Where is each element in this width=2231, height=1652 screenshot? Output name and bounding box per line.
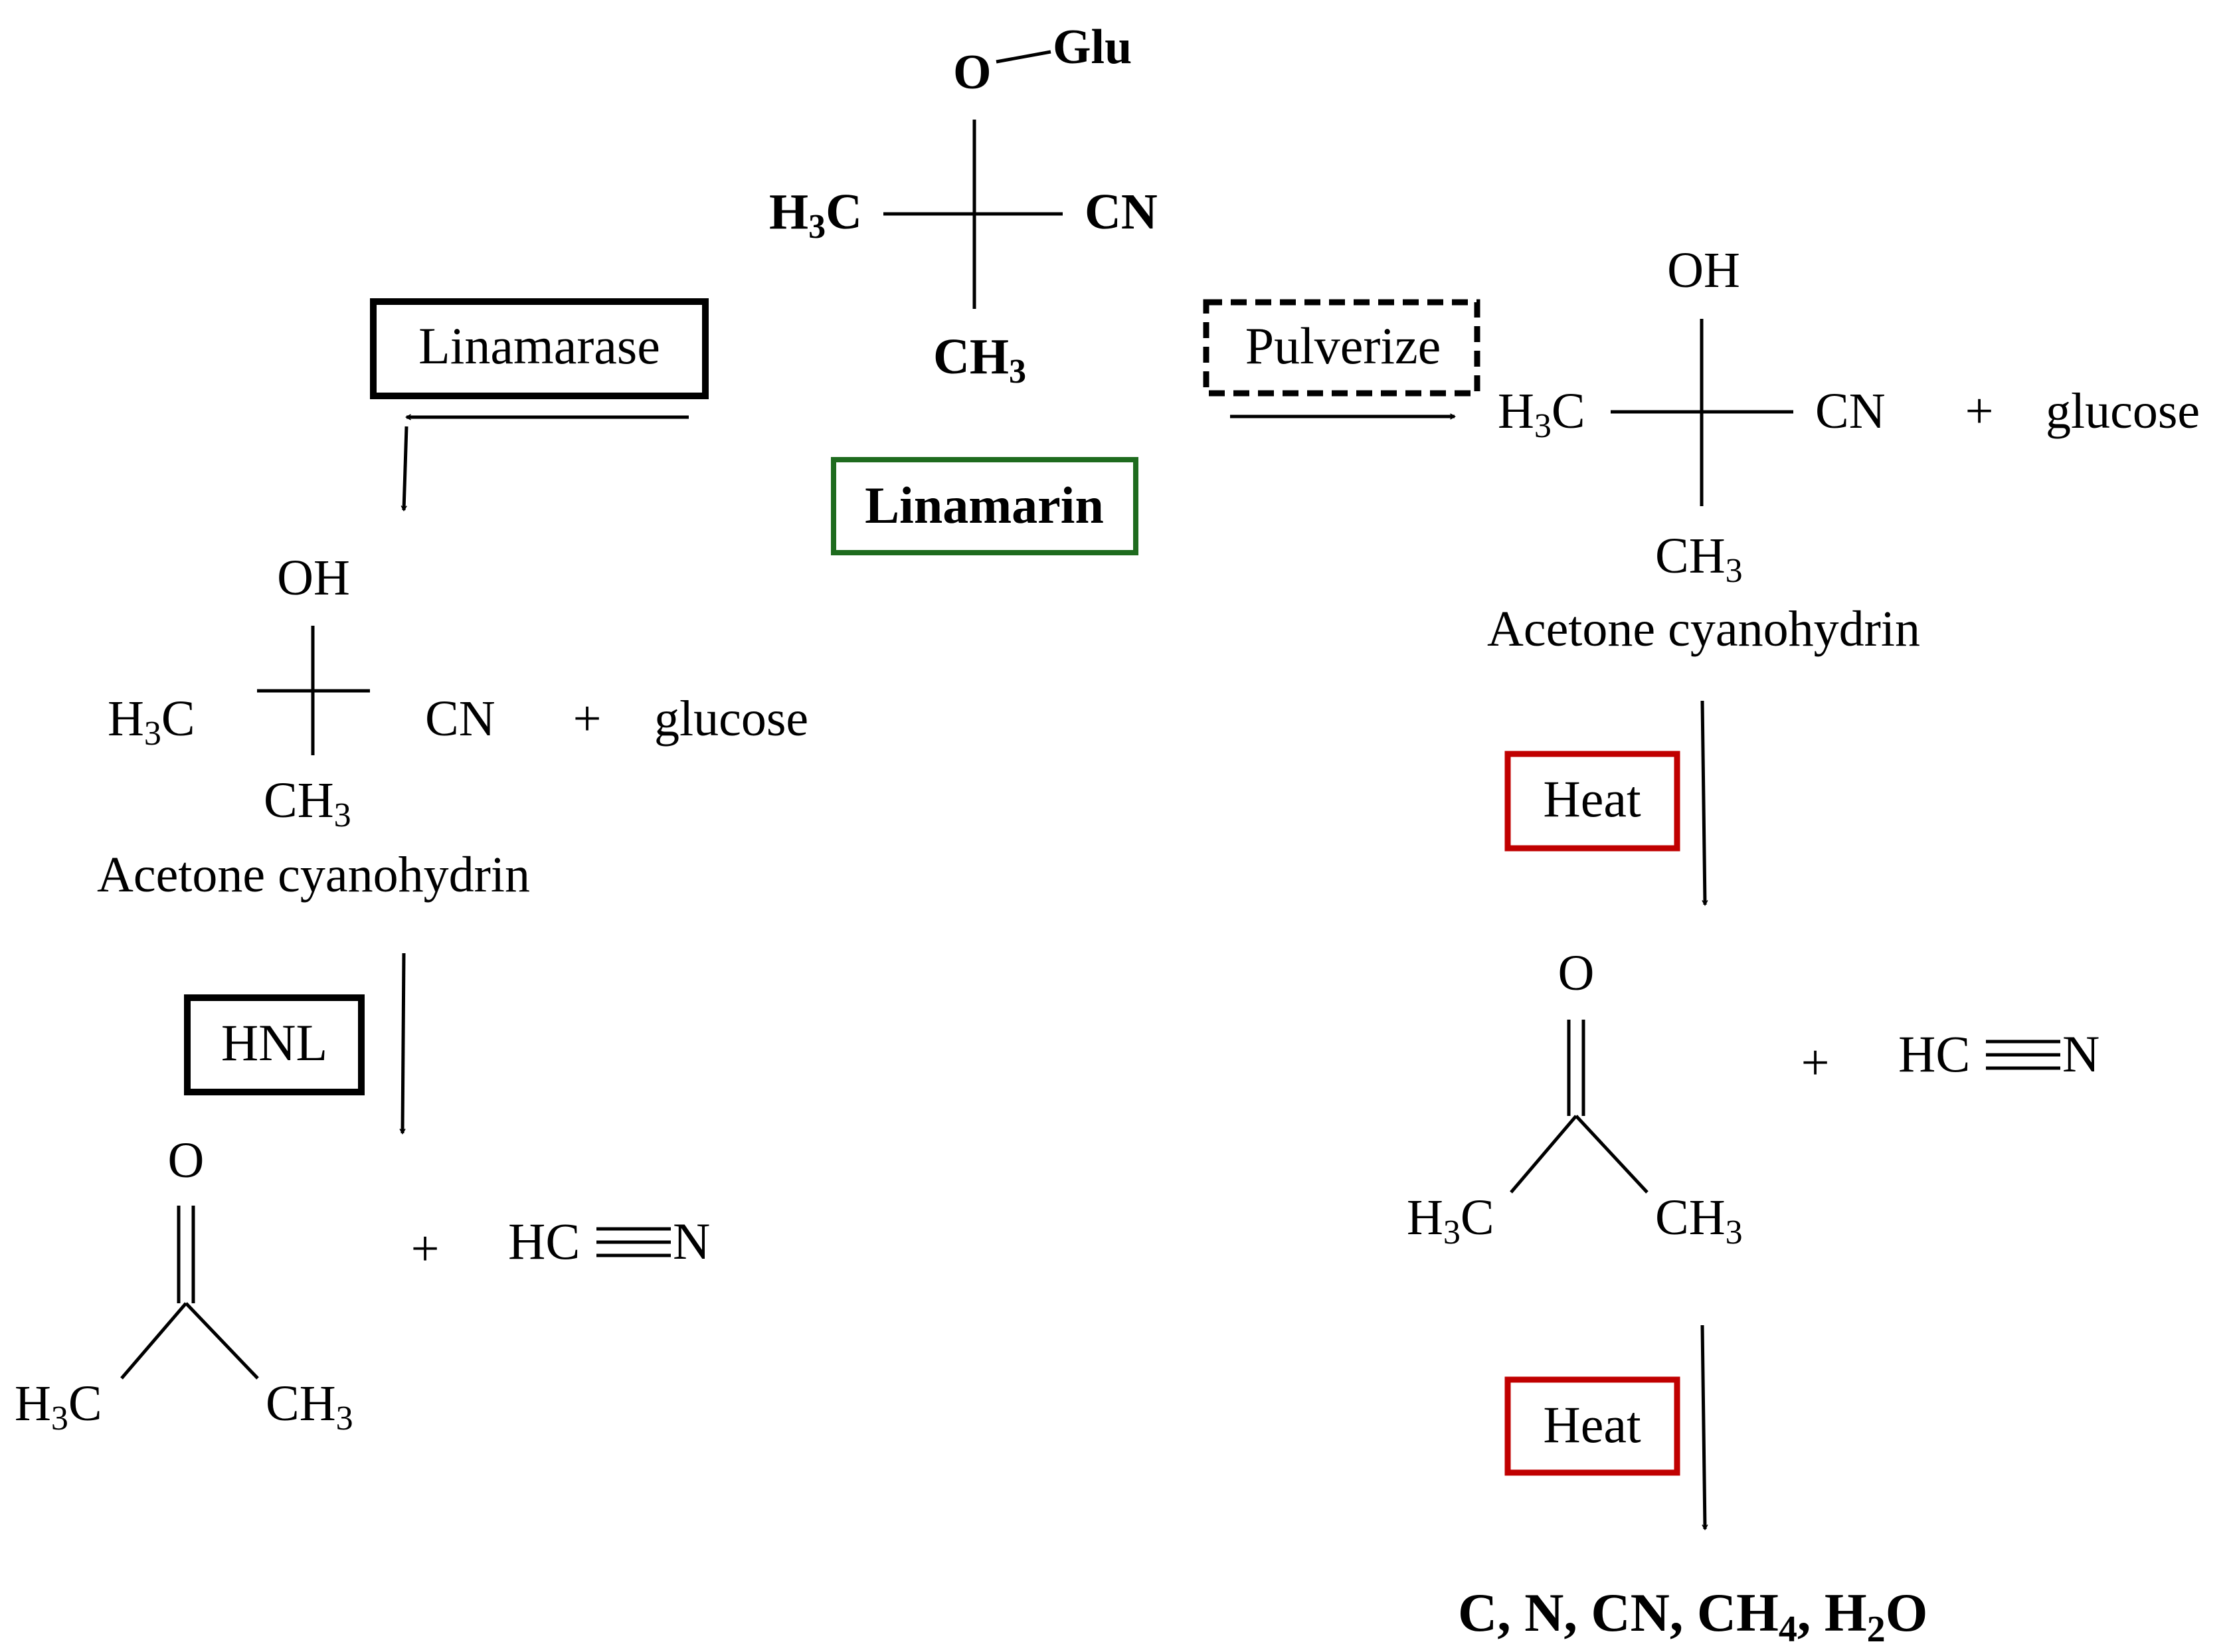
hnl-arrow — [399, 953, 406, 1135]
left-glucose: glucose — [654, 691, 808, 747]
right-h3c: H3C — [1498, 383, 1585, 445]
hnl-label: HNL — [221, 1014, 327, 1071]
left-acetone-right-bond — [185, 1302, 259, 1380]
left-oh: OH — [277, 550, 350, 606]
linamarin-structure: O Glu H3C CN CH3 — [769, 20, 1158, 391]
left-acetone-ch3: CH3 — [266, 1376, 353, 1437]
right-oh: OH — [1667, 242, 1740, 298]
right-plus: + — [1965, 383, 1994, 439]
right-acetone-right-bond — [1575, 1115, 1649, 1194]
linamarase-down-arrow — [401, 426, 408, 512]
linamarin-label-box — [831, 457, 1138, 555]
right-glucose: glucose — [2046, 383, 2200, 439]
right-name: Acetone cyanohydrin — [1487, 601, 1920, 657]
heat1-label: Heat — [1543, 770, 1641, 828]
left-plus: + — [573, 691, 602, 747]
left-hcn-hc: HC — [508, 1212, 580, 1270]
right-acetone-ch3: CH3 — [1655, 1190, 1743, 1251]
left-h3c: H3C — [108, 691, 195, 753]
right-acetone-o: O — [1558, 945, 1595, 1001]
left-acetone-o: O — [168, 1133, 205, 1188]
linamarase-box — [370, 298, 709, 399]
linamarin-glu: Glu — [1053, 20, 1132, 74]
linamarin-o-glu-bond — [996, 50, 1051, 64]
linamarin-cn: CN — [1085, 184, 1158, 240]
heat2-label: Heat — [1543, 1396, 1641, 1453]
right-hcn: HC N — [1898, 1025, 2099, 1083]
heat1-box — [1504, 751, 1680, 852]
left-ch3: CH3 — [264, 773, 351, 834]
left-acetone-left-bond — [120, 1302, 187, 1380]
pulverize-label: Pulverize — [1245, 317, 1441, 375]
pulverize-box — [1203, 299, 1480, 397]
left-acetone-h3c: H3C — [15, 1376, 102, 1437]
left-hcn-n: N — [673, 1212, 710, 1270]
left-hcn: HC N — [508, 1212, 710, 1270]
linamarin-ch3: CH3 — [933, 329, 1026, 391]
left-plus2: + — [411, 1221, 440, 1277]
final-products: C, N, CN, CH4, H2O — [1458, 1582, 1927, 1650]
right-hcn-hc: HC — [1898, 1025, 1970, 1083]
hnl-box — [184, 994, 365, 1095]
left-acetone-cyanohydrin: OH H3C CN + glucose CH3 Acetone cyanohyd… — [97, 550, 808, 903]
right-acetone-left-bond — [1510, 1115, 1577, 1194]
right-acetone-h3c: H3C — [1407, 1190, 1494, 1251]
linamarin-h3c: H3C — [769, 184, 862, 246]
heat2-box — [1504, 1376, 1680, 1476]
right-plus2: + — [1801, 1035, 1830, 1091]
left-name: Acetone cyanohydrin — [97, 847, 530, 903]
heat1-arrow — [1700, 700, 1708, 907]
linamarin-label: Linamarin — [865, 476, 1104, 534]
right-hcn-n: N — [2062, 1025, 2099, 1083]
right-cn: CN — [1815, 383, 1886, 439]
linamarase-label: Linamarase — [418, 317, 660, 375]
left-acetone: O H3C CH3 — [15, 1133, 353, 1437]
right-acetone-cyanohydrin: OH H3C CN + glucose CH3 Acetone cyanohyd… — [1487, 242, 2200, 657]
left-cn: CN — [425, 691, 495, 747]
heat2-arrow — [1700, 1325, 1708, 1531]
linamarin-o: O — [953, 45, 992, 100]
right-acetone: O H3C CH3 — [1407, 945, 1743, 1251]
right-ch3: CH3 — [1655, 528, 1743, 590]
